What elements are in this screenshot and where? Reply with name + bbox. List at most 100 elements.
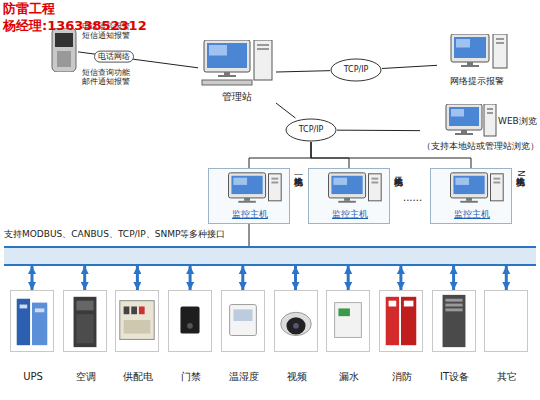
- device-box: IT设备: [432, 290, 476, 352]
- icon-shape: [344, 198, 350, 201]
- icon-shape: [132, 306, 138, 314]
- network-cloud: TCP/IP: [285, 118, 337, 142]
- icon-shape: [229, 305, 256, 336]
- device-box: 视频: [274, 290, 318, 352]
- icon-shape: [181, 306, 200, 333]
- computer-node: 网络提示报警: [437, 34, 517, 92]
- node-icon: [327, 291, 369, 351]
- computer-node: 管理站: [198, 40, 276, 106]
- node-icon: [222, 291, 264, 351]
- icon-shape: [338, 201, 356, 203]
- icon-shape: [209, 45, 227, 56]
- node-icon: [64, 291, 106, 351]
- bus-arrow: [294, 266, 297, 290]
- watermark-text: 防雷工程: [3, 2, 55, 17]
- bus-band: 支持MODBUS、CANBUS、TCP/IP、SNMP等多种接口: [4, 246, 536, 266]
- device-box: 温湿度: [221, 290, 265, 352]
- icon-shape: [187, 323, 193, 329]
- icon-shape: [386, 297, 399, 345]
- network-line: [276, 103, 295, 118]
- icon-shape: [445, 299, 462, 302]
- node-text: TCP/IP: [330, 65, 382, 74]
- icon-shape: [442, 295, 465, 347]
- node-text: WEB浏览: [498, 116, 537, 126]
- node-text: TCP/IP: [285, 125, 337, 134]
- icon-shape: [331, 59, 381, 81]
- icon-shape: [461, 65, 479, 67]
- icon-shape: [451, 109, 464, 117]
- icon-shape: [57, 51, 71, 67]
- bus-arrow: [452, 266, 455, 290]
- station-box: 监控主机本地站机房一: [208, 168, 290, 224]
- node-icon: [433, 291, 475, 351]
- icon-shape: [466, 198, 472, 201]
- network-cloud: TCP/IP: [330, 58, 382, 82]
- node-text: IT设备: [423, 371, 487, 383]
- icon-shape: [280, 312, 311, 335]
- node-text: 监控主机: [209, 209, 291, 219]
- icon-shape: [35, 308, 45, 312]
- edge-label: 电话网络: [94, 50, 134, 63]
- icon-shape: [224, 72, 230, 75]
- icon-shape: [331, 176, 362, 194]
- bus-arrow: [347, 266, 350, 290]
- ellipsis-label: ......: [403, 192, 422, 204]
- device-box: 消防: [379, 290, 423, 352]
- network-line: [311, 142, 349, 168]
- node-text: 视频: [265, 371, 329, 383]
- icon-shape: [487, 112, 493, 114]
- icon-shape: [257, 44, 269, 46]
- icon-shape: [446, 104, 482, 130]
- bus-arrow: [31, 266, 34, 290]
- device-box: 门禁: [168, 290, 212, 352]
- network-line: [249, 142, 311, 168]
- icon-shape: [491, 174, 504, 201]
- icon-shape: [231, 176, 262, 194]
- bus-arrow: [505, 266, 508, 290]
- icon-shape: [460, 201, 478, 203]
- device-box: 漏水: [326, 290, 370, 352]
- icon-shape: [139, 306, 145, 314]
- node-icon: [4, 246, 536, 266]
- icon-shape: [76, 301, 93, 311]
- icon-shape: [124, 320, 151, 334]
- node-text: 网络提示报警: [437, 76, 517, 86]
- icon-shape: [32, 303, 47, 346]
- icon-shape: [467, 62, 473, 65]
- icon-shape: [445, 304, 462, 307]
- icon-shape: [453, 176, 484, 194]
- icon-shape: [120, 301, 154, 340]
- icon-shape: [388, 301, 396, 307]
- icon-shape: [254, 40, 272, 80]
- icon-shape: [339, 308, 350, 316]
- icon-shape: [4, 246, 536, 248]
- node-text: 监控主机: [309, 209, 391, 219]
- network-line: [337, 130, 420, 131]
- node-text: 空调: [54, 371, 118, 383]
- icon-shape: [207, 43, 247, 68]
- icon-shape: [371, 182, 378, 184]
- icon-shape: [484, 104, 496, 136]
- icon-shape: [233, 309, 252, 321]
- icon-shape: [286, 119, 336, 141]
- icon-shape: [449, 107, 479, 126]
- node-icon: [116, 291, 158, 351]
- node-text: 短信查询功能 邮件通知报警: [82, 68, 138, 86]
- icon-shape: [76, 314, 93, 343]
- node-text: 支持MODBUS、CANBUS、TCP/IP、SNMP等多种接口: [4, 229, 225, 239]
- node-icon: [50, 28, 78, 72]
- icon-shape: [455, 178, 469, 185]
- node-text: UPS: [1, 371, 65, 383]
- icon-shape: [55, 33, 73, 47]
- icon-shape: [257, 48, 269, 50]
- icon-shape: [218, 75, 236, 77]
- icon-shape: [493, 178, 500, 180]
- device-box: 供配电: [115, 290, 159, 352]
- node-text: 消防: [370, 371, 434, 383]
- icon-shape: [233, 178, 247, 185]
- network-line: [249, 224, 250, 246]
- node-text: 本地站机房N: [516, 170, 525, 177]
- icon-shape: [73, 297, 96, 347]
- icon-shape: [371, 178, 378, 180]
